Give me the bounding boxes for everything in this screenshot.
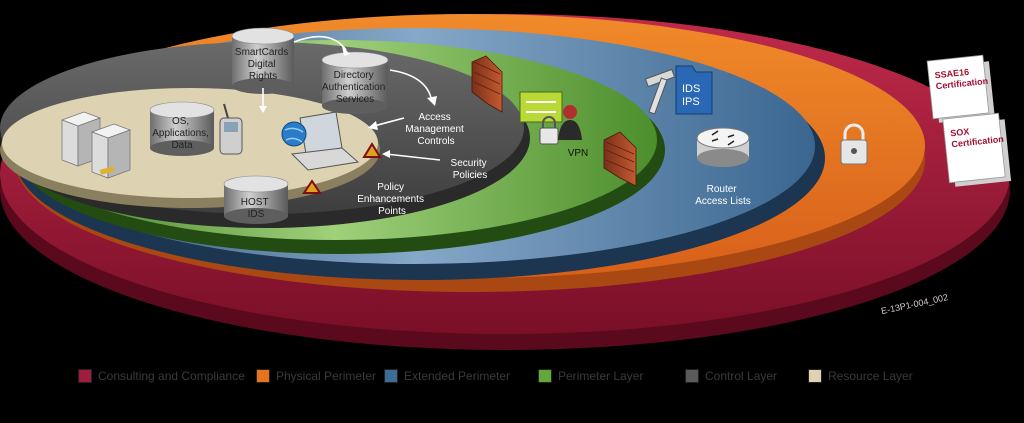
security-policies-label: Security Policies [451,158,490,181]
ids-ips-label: IDS IPS [682,83,703,108]
legend-swatch [256,369,270,383]
legend-item-perimeter-layer: Perimeter Layer [538,364,643,388]
legend-item-extended-perimeter: Extended Perimeter [384,364,510,388]
flow-arrows [259,35,441,161]
hammer-icon [644,68,676,115]
legend: Consulting and Compliance Physical Perim… [0,364,1024,388]
host-ids-label: HOST IDS [241,197,271,220]
os-applications-data-database-icon [149,101,215,156]
legend-item-control-layer: Control Layer [685,364,777,388]
ssae16-certificate-icon [926,54,995,123]
legend-label: Consulting and Compliance [98,369,245,383]
laptop-icon [290,111,360,171]
legend-swatch [78,369,92,383]
firewall-icon [603,131,637,187]
vpn-gateway-icon [519,91,563,123]
legend-item-resource-layer: Resource Layer [808,364,913,388]
warning-triangle-icon [302,179,322,194]
legend-swatch [808,369,822,383]
legend-label: Physical Perimeter [276,369,377,383]
directory-label: Directory Authentication Services [322,70,388,105]
mobile-phone-icon [219,103,243,155]
globe-icon [281,121,307,147]
server-icon [60,111,132,179]
firewall-icon [471,55,503,113]
figure-watermark: E-13P1-004_002 [880,292,949,316]
legend-label: Control Layer [705,369,778,383]
warning-triangle-icon [362,142,382,158]
host-ids-database-icon [223,175,289,224]
legend-swatch [384,369,398,383]
padlock-icon [840,123,868,165]
legend-swatch [685,369,699,383]
router-access-lists-label: Router Access Lists [695,184,751,207]
legend-label: Resource Layer [828,369,913,383]
padlock-icon [539,116,559,145]
sox-certificate-icon [942,112,1012,187]
smartcards-database-icon [231,27,295,94]
policy-points-label: Policy Enhancements Points [357,182,427,217]
user-icon [558,105,582,140]
smartcards-label: SmartCards Digital Rights [235,47,291,82]
legend-item-physical-perimeter: Physical Perimeter [256,364,376,388]
legend-swatch [538,369,552,383]
directory-database-icon [321,51,389,114]
os-applications-data-label: OS, Applications, Data [152,116,211,151]
legend-label: Extended Perimeter [404,369,511,383]
vpn-label: VPN [568,148,589,159]
legend-label: Perimeter Layer [558,369,644,383]
ids-ips-folder-icon [675,65,713,115]
diagram-labels: SmartCards Digital Rights Directory Auth… [152,47,1004,316]
legend-item-consulting-compliance: Consulting and Compliance [78,364,245,388]
access-management-label: Access Management Controls [405,112,466,147]
router-icon [696,127,750,167]
